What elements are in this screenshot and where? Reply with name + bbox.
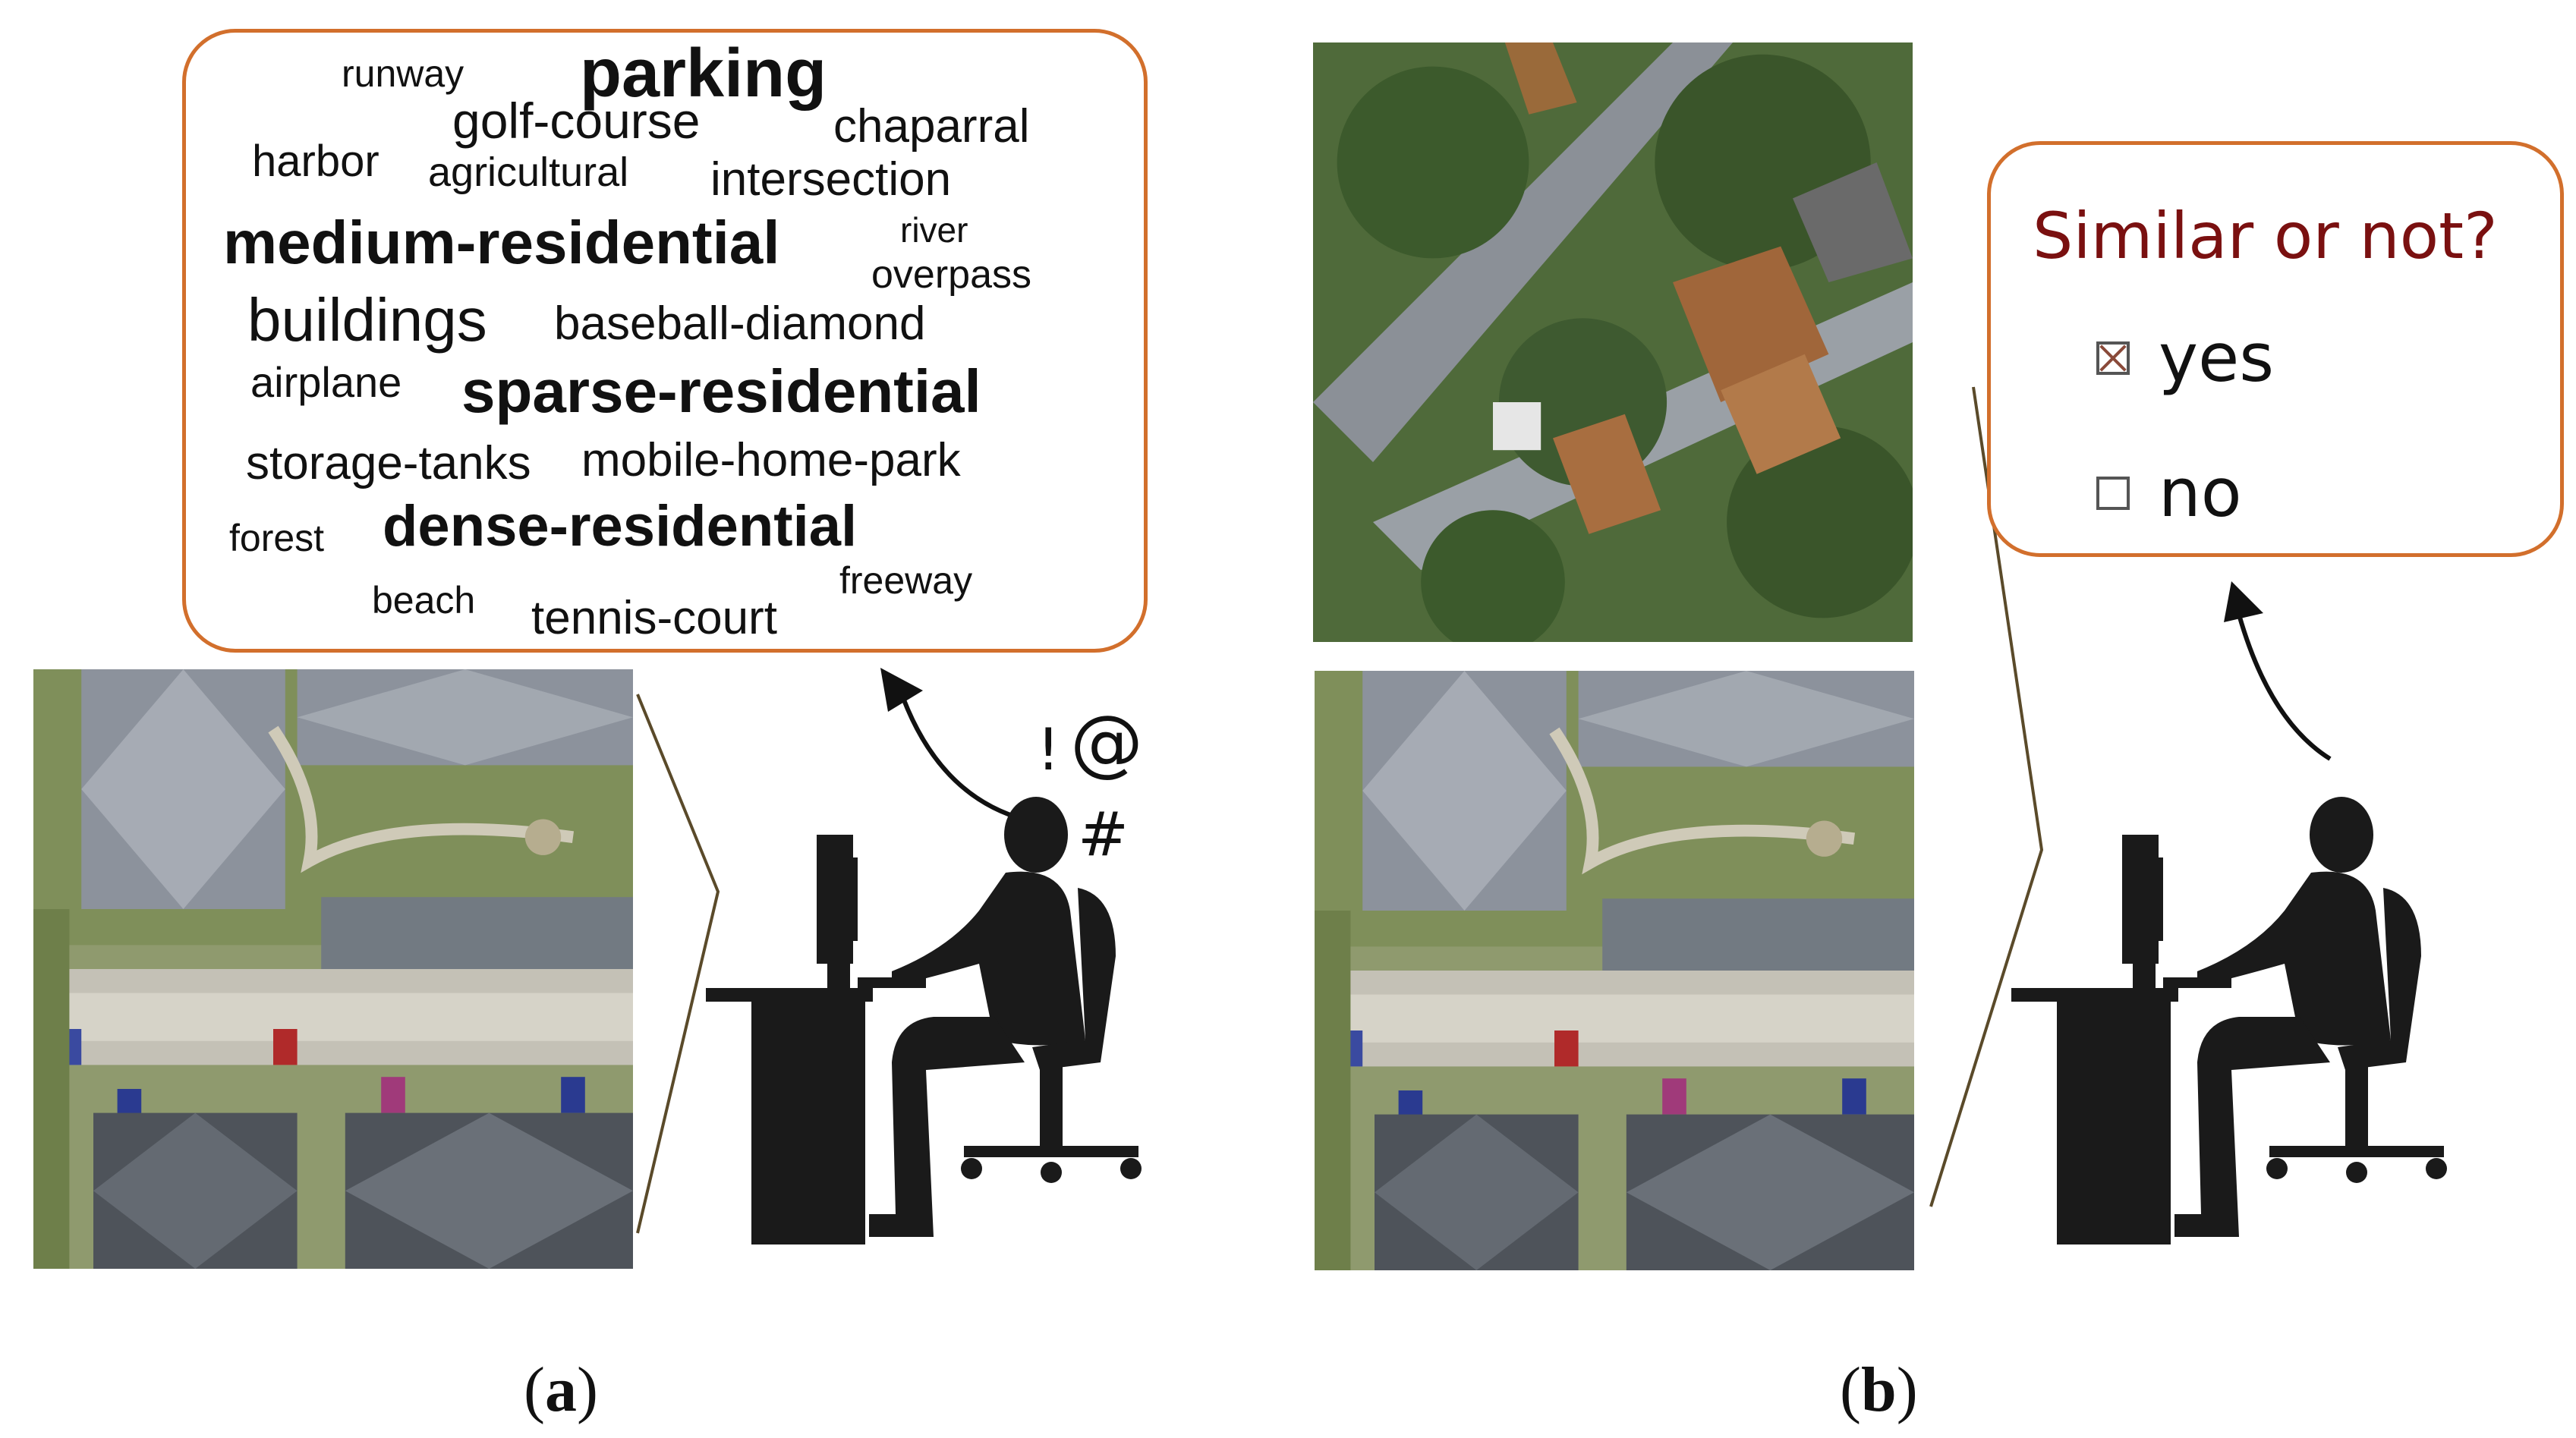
tag-word: intersection — [710, 153, 952, 206]
tag-word: beach — [372, 579, 476, 621]
tag-word: harbor — [252, 137, 379, 186]
aerial-image-query — [33, 669, 633, 1269]
aerial-image-candidate — [1313, 42, 1913, 642]
tag-word: golf-course — [452, 93, 701, 149]
tag-word: airplane — [250, 358, 402, 406]
tag-word: tennis-court — [531, 592, 777, 644]
exclaim-symbol: ! — [1037, 716, 1060, 783]
tag-word: buildings — [247, 286, 487, 354]
hash-symbol: # — [1078, 799, 1129, 870]
tag-word: medium-residential — [223, 209, 780, 276]
user-at-computer-silhouette-icon — [706, 797, 1142, 1244]
tag-word: chaparral — [833, 100, 1030, 153]
option-no-label: no — [2159, 454, 2242, 532]
panel-label-b: (b) — [1840, 1355, 1918, 1425]
user-at-computer-silhouette-icon — [2011, 797, 2447, 1244]
tag-word: overpass — [871, 253, 1031, 297]
tag-word: dense-residential — [383, 494, 858, 559]
tag-word: forest — [229, 517, 325, 559]
tag-word: baseball-diamond — [554, 297, 926, 350]
checkbox-empty-icon[interactable] — [2096, 476, 2130, 510]
tag-word: parking — [580, 36, 827, 112]
tag-word: river — [900, 210, 968, 250]
option-yes-label: yes — [2159, 319, 2275, 397]
at-symbol: @ — [1070, 700, 1143, 785]
tag-word: storage-tanks — [246, 437, 531, 489]
chevron-divider — [636, 694, 720, 1234]
speech-arrow-icon — [880, 668, 1025, 822]
tag-word: runway — [342, 52, 464, 95]
panel-label-a: (a) — [524, 1355, 598, 1425]
question-bubble — [1987, 141, 2564, 557]
option-yes[interactable]: yes — [2096, 319, 2274, 397]
aerial-image-query-b — [1315, 671, 1914, 1270]
tag-word: freeway — [839, 559, 973, 602]
speech-arrow-icon — [2224, 581, 2332, 761]
checkbox-checked-icon[interactable] — [2096, 341, 2130, 375]
chevron-divider — [1929, 386, 2044, 1207]
tag-word: sparse-residential — [461, 357, 981, 425]
tag-word: mobile-home-park — [581, 434, 961, 486]
tag-cloud-bubble — [182, 29, 1148, 653]
tag-word: agricultural — [428, 149, 629, 195]
question-title: Similar or not? — [2033, 199, 2498, 273]
option-no[interactable]: no — [2096, 454, 2242, 532]
